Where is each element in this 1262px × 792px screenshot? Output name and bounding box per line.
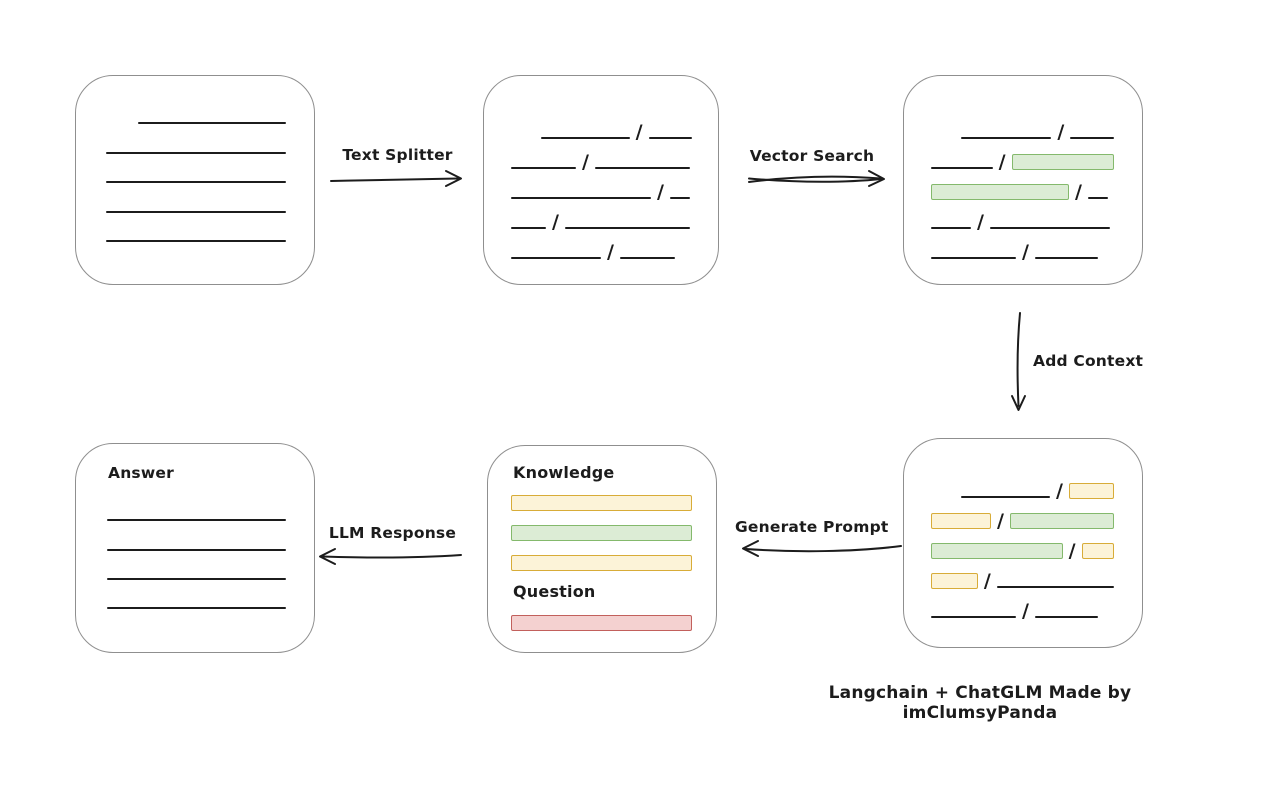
generate-prompt-label: Generate Prompt — [735, 518, 889, 536]
generate-prompt-arrow — [742, 540, 902, 557]
text-line-segment — [594, 167, 690, 169]
prompt-box: Knowledge Question — [487, 445, 717, 653]
slash-separator: / — [1075, 181, 1082, 203]
text-line-segment — [107, 519, 286, 521]
text-line-segment — [107, 578, 286, 580]
context-chunks-box: / / / / / — [903, 438, 1143, 648]
slash-separator: / — [977, 211, 984, 233]
chunk-highlight-green — [1009, 513, 1114, 529]
slash-separator: / — [635, 121, 643, 143]
chunk-row: / — [931, 140, 1114, 173]
text-line-segment — [138, 122, 286, 124]
chunk-row: / — [931, 110, 1114, 143]
text-line-segment — [106, 152, 286, 154]
chunk-row: / — [511, 230, 692, 263]
chunk-row: / — [511, 110, 692, 143]
slash-separator: / — [552, 211, 559, 233]
slash-separator: / — [998, 151, 1006, 173]
text-line-segment — [996, 586, 1114, 588]
knowledge-bar-yellow — [511, 495, 692, 511]
slash-separator: / — [1055, 480, 1063, 502]
text-splitter-arrow — [330, 170, 462, 187]
text-line-segment — [107, 607, 286, 609]
question-bar-red — [511, 615, 692, 631]
chunk-highlight-green — [931, 184, 1069, 200]
slash-separator: / — [997, 510, 1004, 532]
vector-search-label: Vector Search — [749, 147, 875, 165]
chunk-highlight-green — [1011, 154, 1114, 170]
text-line-segment — [1034, 616, 1098, 618]
llm-response-arrow — [319, 548, 462, 565]
question-title: Question — [513, 582, 596, 601]
text-line-segment — [106, 240, 286, 242]
text-line-segment — [1087, 197, 1108, 199]
text-line-segment — [619, 257, 675, 259]
chunk-row: / — [931, 529, 1114, 562]
knowledge-bar-green — [511, 525, 692, 541]
matched-chunks-box: / / / / / — [903, 75, 1143, 285]
slash-separator: / — [1068, 540, 1076, 562]
slash-separator: / — [1057, 121, 1065, 143]
chunk-row: / — [931, 499, 1114, 532]
text-line-segment — [961, 137, 1052, 139]
add-context-arrow — [1011, 312, 1026, 411]
text-splitter-label: Text Splitter — [342, 146, 453, 164]
chunk-row: / — [931, 230, 1114, 263]
chunk-rows: / / / / / — [931, 469, 1114, 622]
slash-separator: / — [1022, 241, 1029, 263]
document-box — [75, 75, 315, 285]
chunk-rows: / / / / / — [511, 110, 692, 263]
chunk-highlight-yellow — [931, 573, 978, 589]
slash-separator: / — [983, 570, 991, 592]
text-line-segment — [931, 616, 1016, 618]
text-line-segment — [931, 257, 1016, 259]
knowledge-bar-yellow — [511, 555, 692, 571]
diagram-caption: Langchain + ChatGLM Made by imClumsyPand… — [828, 683, 1132, 723]
text-line-segment — [511, 227, 546, 229]
text-line-segment — [669, 197, 690, 199]
chunk-row: / — [931, 559, 1114, 592]
slash-separator: / — [657, 181, 664, 203]
text-line-segment — [107, 549, 286, 551]
add-context-label: Add Context — [1033, 352, 1144, 370]
chunk-highlight-yellow — [1068, 483, 1114, 499]
llm-response-label: LLM Response — [328, 524, 457, 542]
text-line-segment — [511, 197, 651, 199]
chunk-highlight-yellow — [931, 513, 991, 529]
chunk-row: / — [931, 170, 1114, 203]
chunk-row: / — [511, 170, 692, 203]
chunk-rows: / / / / / — [931, 110, 1114, 263]
text-line-segment — [931, 167, 993, 169]
text-line-segment — [106, 211, 286, 213]
knowledge-title: Knowledge — [513, 463, 615, 482]
slash-separator: / — [607, 241, 614, 263]
slash-separator: / — [1022, 600, 1029, 622]
text-line-segment — [989, 227, 1110, 229]
chunk-row: / — [511, 140, 692, 173]
chunk-row: / — [511, 200, 692, 233]
chunk-row: / — [931, 469, 1114, 502]
chunk-row: / — [931, 200, 1114, 233]
answer-title: Answer — [108, 464, 174, 482]
vector-search-arrow — [748, 170, 885, 187]
text-line-segment — [931, 227, 971, 229]
answer-box: Answer — [75, 443, 315, 653]
text-line-segment — [1070, 137, 1114, 139]
text-line-segment — [106, 181, 286, 183]
text-line-segment — [511, 257, 601, 259]
text-line-segment — [564, 227, 690, 229]
text-line-segment — [961, 496, 1050, 498]
text-line-segment — [541, 137, 630, 139]
chunk-highlight-yellow — [1081, 543, 1114, 559]
slash-separator: / — [582, 151, 589, 173]
text-line-segment — [1034, 257, 1098, 259]
chunk-row: / — [931, 589, 1114, 622]
chunk-highlight-green — [931, 543, 1063, 559]
split-chunks-box: / / / / / — [483, 75, 719, 285]
text-line-segment — [511, 167, 576, 169]
text-line-segment — [648, 137, 692, 139]
